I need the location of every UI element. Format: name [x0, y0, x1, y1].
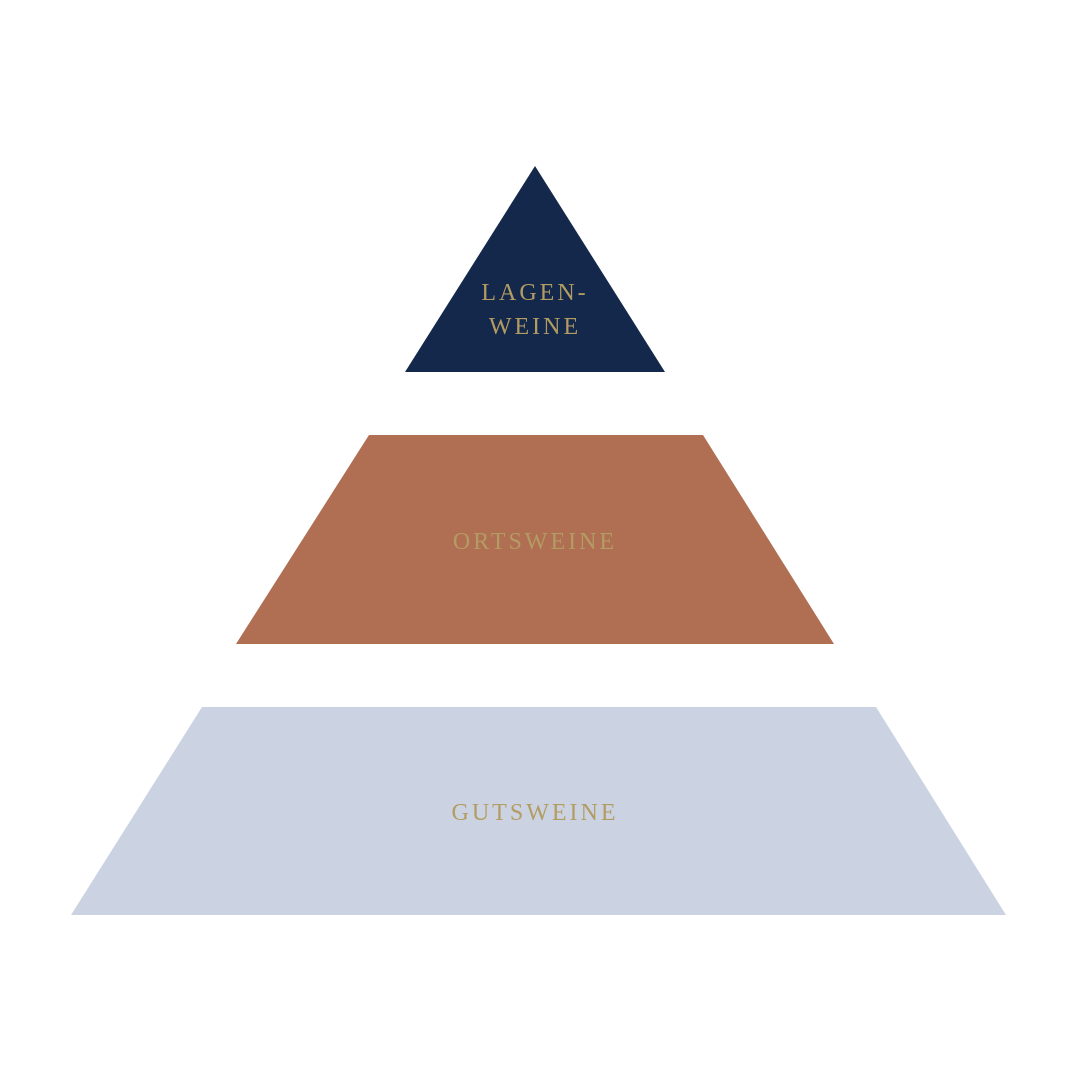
tier-top-shape — [405, 166, 665, 372]
tier-middle-label: ORTSWEINE — [452, 529, 618, 555]
tier-bottom-label: GUTSWEINE — [451, 800, 619, 826]
tier-top-label-line1: LAGEN- — [481, 280, 589, 306]
tier-middle-shape — [236, 435, 834, 644]
tier-top-label: LAGEN- WEINE — [435, 276, 635, 344]
tier-top-label-line2: WEINE — [488, 314, 582, 340]
tier-bottom-shape — [71, 707, 1006, 915]
